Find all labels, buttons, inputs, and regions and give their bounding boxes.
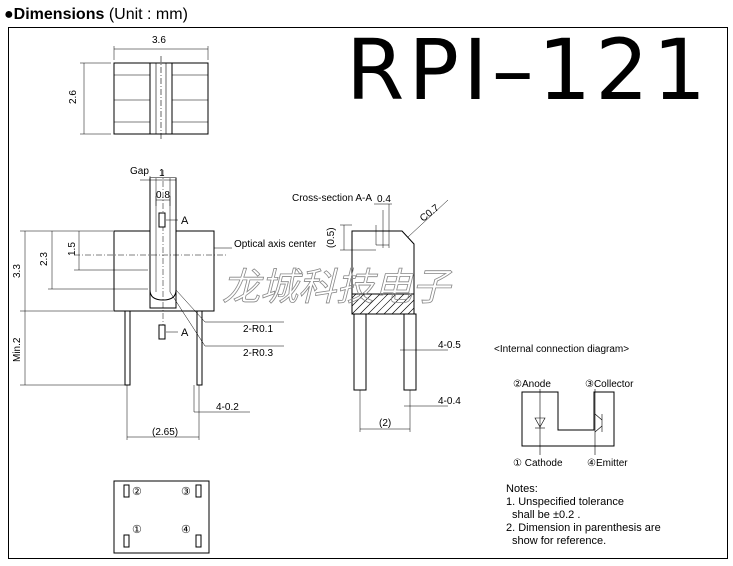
bottom-view bbox=[113, 480, 210, 554]
top-width-label: 3.6 bbox=[152, 35, 166, 46]
chamfer-label: C0.7 bbox=[418, 202, 442, 224]
top-view bbox=[80, 46, 209, 140]
dim-0-5: (0.5) bbox=[326, 227, 337, 248]
dim-0-4: 0.4 bbox=[377, 194, 391, 205]
lead-width-label: 4-0.2 bbox=[216, 402, 239, 413]
lead-b-label: 4-0.4 bbox=[438, 396, 461, 407]
slit-value: 0.8 bbox=[156, 190, 170, 201]
cathode-label: ① Cathode bbox=[513, 458, 563, 469]
section-mark-bottom: A bbox=[181, 327, 189, 339]
part-number: RPI–121 bbox=[346, 21, 711, 119]
collector-label: ③Collector bbox=[585, 379, 634, 390]
emitter-label: ④Emitter bbox=[587, 458, 628, 469]
side-view bbox=[340, 199, 449, 432]
circuit-diagram bbox=[521, 389, 615, 455]
anode-label: ②Anode bbox=[513, 379, 551, 390]
notes-title: Notes: bbox=[506, 483, 538, 495]
dimensions-title: Dimensions bbox=[13, 6, 105, 23]
optical-axis-label: Optical axis center bbox=[234, 239, 317, 250]
cross-section-label: Cross-section A-A bbox=[292, 193, 372, 204]
drawing-frame bbox=[8, 27, 728, 559]
pin-3-label: ③ bbox=[181, 486, 191, 498]
radius-1-label: 2-R0.1 bbox=[243, 324, 273, 335]
watermark-text: 龙城科技电子 bbox=[222, 265, 453, 309]
section-mark-top: A bbox=[181, 215, 189, 227]
circuit-title: <Internal connection diagram> bbox=[494, 344, 629, 355]
note-line-2: shall be ±0.2 . bbox=[512, 509, 581, 521]
front-view bbox=[20, 170, 284, 440]
gap-value: 1 bbox=[159, 168, 165, 179]
dim-2-3: 2.3 bbox=[39, 252, 50, 266]
radius-2-label: 2-R0.3 bbox=[243, 348, 273, 359]
dimensions-header: ●Dimensions (Unit : mm) bbox=[4, 6, 188, 24]
top-height-label: 2.6 bbox=[68, 90, 79, 104]
note-line-3: 2. Dimension in parenthesis are bbox=[506, 522, 661, 534]
unit-label: (Unit : mm) bbox=[108, 6, 188, 23]
pin-2-label: ② bbox=[132, 486, 142, 498]
pin-4-label: ④ bbox=[181, 524, 191, 536]
gap-label: Gap bbox=[130, 166, 149, 177]
lead-pitch-label: (2.65) bbox=[152, 427, 178, 438]
lead-a-label: 4-0.5 bbox=[438, 340, 461, 351]
dim-1-5: 1.5 bbox=[67, 242, 78, 256]
pin-1-label: ① bbox=[132, 524, 142, 536]
dim-3-3: 3.3 bbox=[12, 264, 23, 278]
pitch-label: (2) bbox=[379, 418, 391, 429]
note-line-1: 1. Unspecified tolerance bbox=[506, 496, 625, 508]
note-line-4: show for reference. bbox=[512, 535, 607, 547]
bullet: ● bbox=[4, 6, 14, 23]
dim-min-2: Min.2 bbox=[12, 337, 23, 362]
